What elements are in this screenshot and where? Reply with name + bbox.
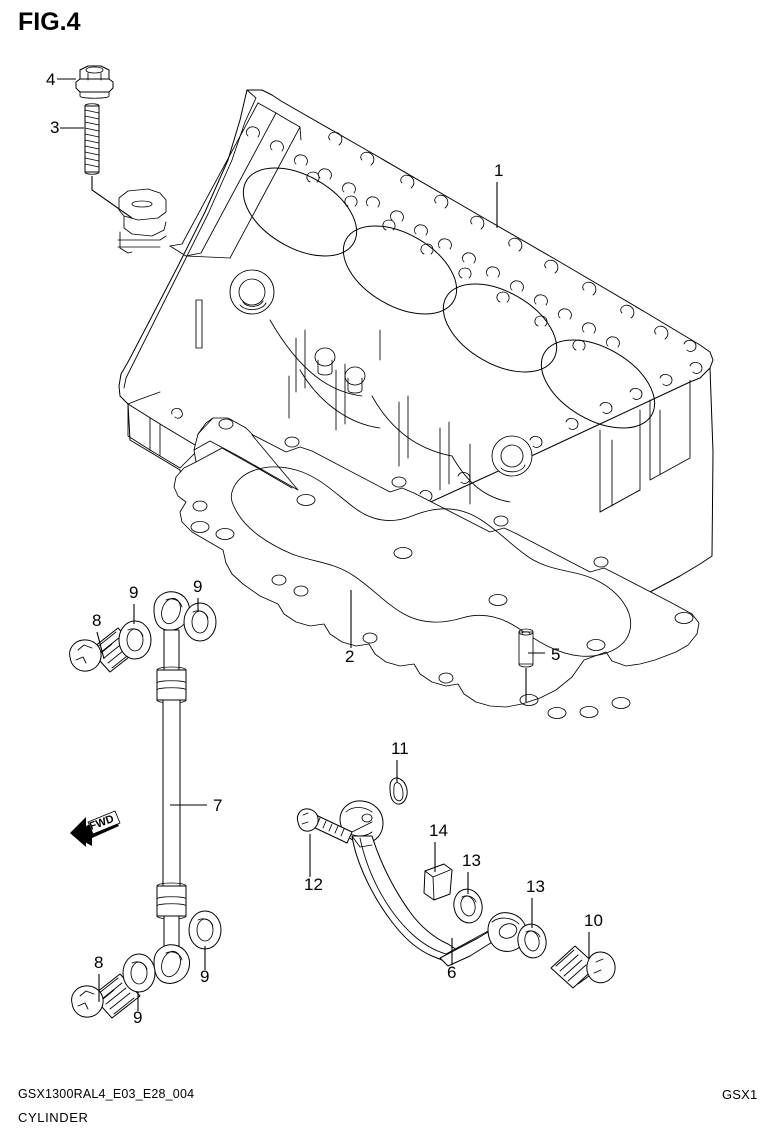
footer-figure-name: CYLINDER bbox=[18, 1110, 89, 1125]
callout-banjo-bolt-upper: 8 bbox=[92, 611, 105, 660]
callout-o-ring: 11 bbox=[391, 739, 409, 782]
callout-washer-upper-outer: 9 bbox=[193, 577, 202, 612]
callout-number: 9 bbox=[193, 577, 202, 596]
callout-number: 9 bbox=[129, 583, 138, 602]
part-dowel-pin bbox=[518, 628, 534, 702]
callout-washer-lower-outer: 9 bbox=[200, 946, 209, 986]
part-banjo-bolt-breather bbox=[550, 945, 616, 989]
part-stud-bolt bbox=[84, 103, 133, 219]
callout-stud-bolt: 3 bbox=[50, 118, 84, 137]
callout-pipe-mount-bolt: 12 bbox=[304, 834, 323, 894]
callout-pipe-cushion: 14 bbox=[429, 821, 448, 872]
part-breather-pipe bbox=[339, 800, 527, 967]
callout-number: 6 bbox=[447, 963, 456, 982]
part-washer-lower-outer bbox=[188, 910, 222, 950]
forward-arrow-marker: FWD bbox=[70, 810, 121, 847]
callout-oil-pipe: 7 bbox=[170, 796, 222, 815]
part-washer-upper-inner bbox=[118, 620, 152, 660]
callout-cylinder-block: 1 bbox=[494, 161, 503, 228]
part-oil-pipe bbox=[153, 591, 191, 984]
callout-leader-line bbox=[96, 631, 105, 660]
callout-number: 5 bbox=[551, 645, 560, 664]
callout-number: 10 bbox=[584, 911, 603, 930]
part-washer-breather-upper bbox=[453, 888, 483, 924]
callout-number: 7 bbox=[213, 796, 222, 815]
callout-number: 3 bbox=[50, 118, 59, 137]
callout-number: 8 bbox=[92, 611, 101, 630]
callout-number: 9 bbox=[200, 967, 209, 986]
callout-number: 14 bbox=[429, 821, 448, 840]
callout-number: 11 bbox=[391, 739, 409, 758]
part-o-ring bbox=[389, 777, 408, 805]
callout-banjo-bolt-breather: 10 bbox=[584, 911, 603, 958]
callout-number: 4 bbox=[46, 70, 55, 89]
part-flange-nut bbox=[75, 65, 114, 99]
part-cylinder-gasket bbox=[173, 417, 700, 719]
callout-washer-breather-upper: 13 bbox=[462, 851, 481, 894]
footer-part-code: GSX1300RAL4_E03_E28_004 bbox=[18, 1087, 195, 1101]
part-washer-lower-inner bbox=[122, 953, 156, 993]
callout-number: 13 bbox=[526, 877, 545, 896]
callout-number: 1 bbox=[494, 161, 503, 180]
part-cylinder-block bbox=[117, 89, 714, 677]
part-pipe-cushion bbox=[423, 863, 453, 901]
callout-breather-pipe: 6 bbox=[447, 938, 456, 982]
callout-number: 12 bbox=[304, 875, 323, 894]
callout-number: 13 bbox=[462, 851, 481, 870]
callout-washer-lower-inner: 9 bbox=[133, 992, 142, 1027]
callout-dowel-pin: 5 bbox=[528, 645, 560, 664]
part-washer-breather-lower bbox=[517, 923, 547, 959]
callout-number: 8 bbox=[94, 953, 103, 972]
callout-washer-breather-lower: 13 bbox=[526, 877, 545, 928]
figure-title: FIG.4 bbox=[18, 8, 81, 36]
callout-banjo-bolt-lower: 8 bbox=[94, 953, 103, 1002]
callout-number: 2 bbox=[345, 647, 354, 666]
callout-washer-upper-inner: 9 bbox=[129, 583, 138, 624]
callout-flange-nut: 4 bbox=[46, 70, 76, 89]
footer-right-code: GSX1 bbox=[722, 1087, 758, 1102]
part-washer-upper-outer bbox=[183, 602, 217, 642]
callout-number: 9 bbox=[133, 1008, 142, 1027]
part-pipe-mount-bolt bbox=[296, 808, 373, 844]
callout-cylinder-gasket: 2 bbox=[345, 590, 354, 666]
